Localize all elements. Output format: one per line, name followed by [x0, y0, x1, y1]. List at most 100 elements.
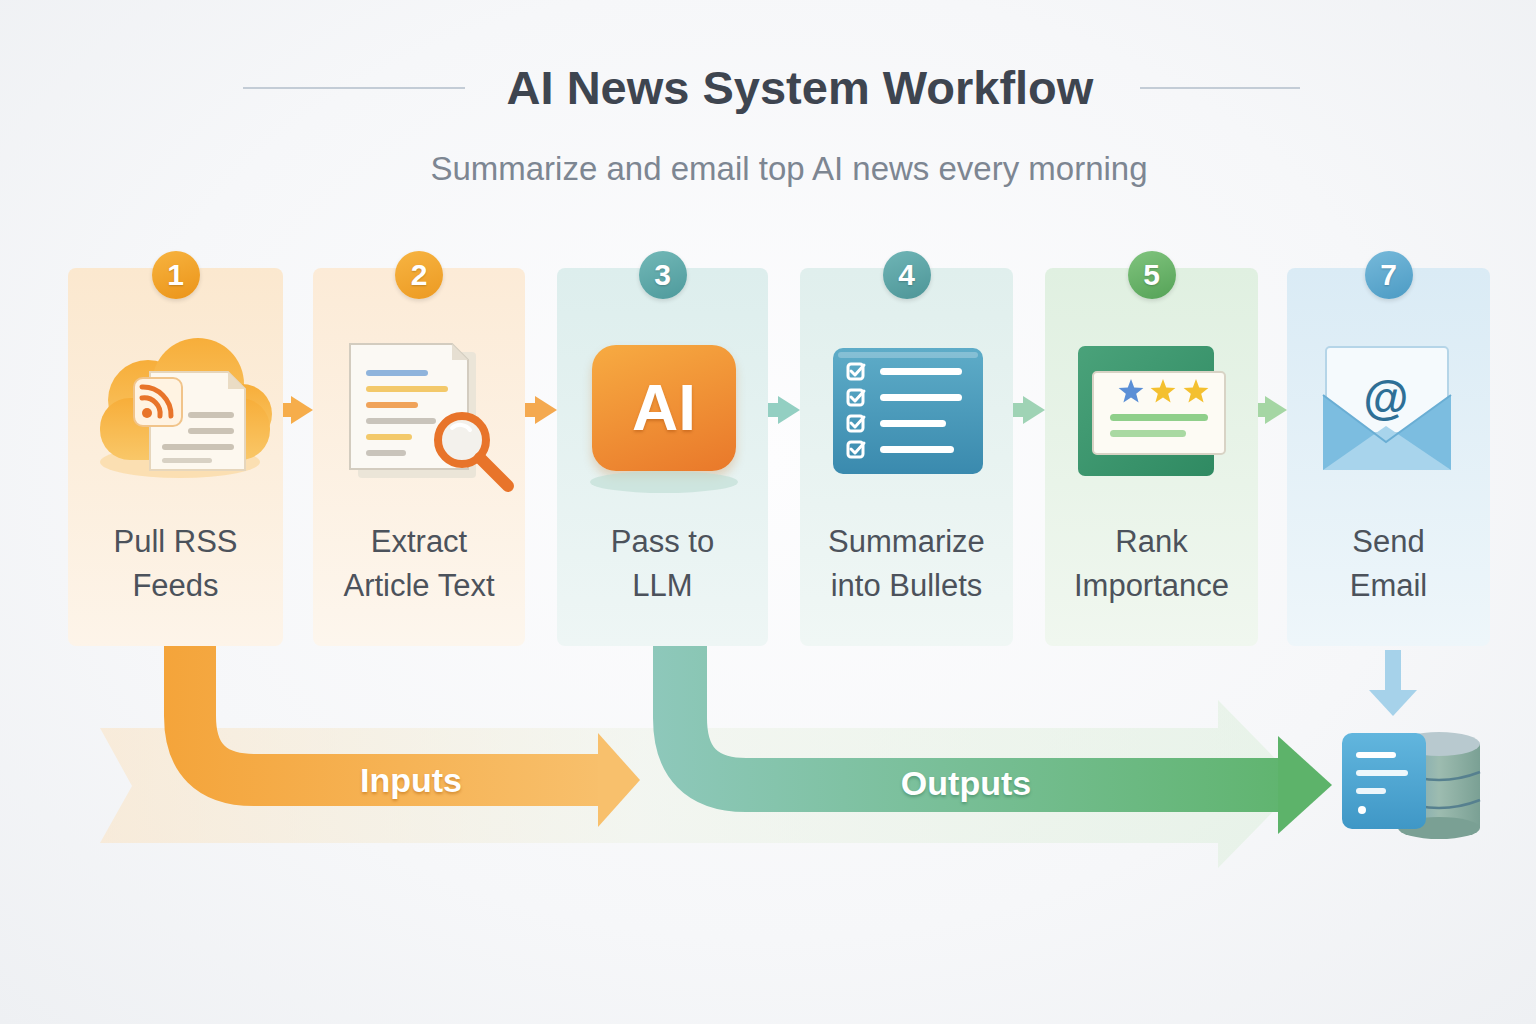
database-icon — [1398, 772, 1480, 780]
step-number-text: 2 — [411, 260, 428, 290]
checklist-icon — [848, 390, 863, 405]
rss-cloud-icon — [100, 338, 272, 478]
checklist-icon — [848, 416, 863, 431]
document-magnifier-icon — [480, 458, 508, 486]
database-icon — [1356, 788, 1386, 794]
ai-shadow — [590, 471, 738, 493]
rss-cloud-icon — [228, 372, 245, 389]
ai-box: AI — [592, 345, 736, 471]
document-magnifier-icon — [366, 450, 406, 456]
diagram-title: AI News System Workflow — [507, 60, 1094, 115]
flow-label: Inputs — [360, 761, 462, 800]
ai-shadow — [590, 471, 738, 493]
step-number: 1 — [152, 251, 200, 299]
checklist-icon — [880, 446, 954, 453]
document-magnifier-icon — [350, 344, 508, 486]
rating-card-icon — [1119, 379, 1144, 403]
step-number-text: 5 — [1143, 260, 1160, 290]
database-icon — [1356, 770, 1408, 776]
checklist-icon — [880, 420, 946, 427]
rating-card-icon — [1151, 379, 1176, 403]
step-number-text: 4 — [898, 260, 915, 290]
inputs-arrow — [598, 733, 640, 827]
storage-arrow — [1369, 690, 1417, 716]
document-magnifier-icon — [438, 416, 486, 464]
inputs-arrow — [190, 646, 640, 827]
rating-card-icon — [1078, 346, 1214, 476]
rss-cloud-icon — [142, 387, 171, 416]
process-step: 7Send Email — [1287, 268, 1490, 646]
rating-card-icon — [1184, 379, 1209, 403]
outputs-arrow — [680, 646, 1332, 834]
flow-band — [100, 700, 1300, 868]
database-icon — [1342, 733, 1426, 829]
rating-card-icon — [1078, 346, 1225, 476]
checklist-icon — [848, 364, 863, 379]
flow-arrow — [768, 403, 786, 417]
checklist-icon — [833, 348, 983, 474]
envelope-icon — [1323, 395, 1451, 470]
database-icon — [1398, 817, 1480, 839]
rating-card-icon — [1110, 430, 1186, 437]
step-number-text: 7 — [1380, 260, 1397, 290]
process-step: 2Extract Article Text — [313, 268, 525, 646]
diagram-subtitle: Summarize and email top AI news every mo… — [430, 150, 1147, 188]
rss-cloud-icon — [134, 378, 182, 426]
database-icon — [1358, 806, 1366, 814]
rss-cloud-icon — [150, 372, 245, 470]
step-number: 2 — [395, 251, 443, 299]
document-magnifier-icon — [366, 434, 412, 440]
storage-arrow — [1385, 650, 1401, 694]
database-icon — [1398, 732, 1480, 756]
checklist-icon — [851, 365, 864, 375]
checklist-icon — [851, 391, 864, 401]
database-icon — [1398, 744, 1480, 828]
step-label: Extract Article Text — [334, 520, 504, 608]
outputs-arrow — [1278, 736, 1332, 834]
database-icon — [1342, 732, 1480, 839]
rss-cloud-icon — [108, 360, 188, 440]
flow-arrow — [1258, 403, 1273, 417]
rss-cloud-icon — [188, 412, 234, 418]
envelope-icon — [1326, 347, 1448, 433]
title-rule — [243, 88, 1300, 89]
envelope-icon — [1323, 395, 1451, 442]
step-number-text: 3 — [654, 260, 671, 290]
document-magnifier-icon — [366, 386, 448, 392]
rss-cloud-icon — [100, 446, 260, 478]
flow-label: Outputs — [901, 764, 1031, 803]
database-icon — [1398, 800, 1480, 808]
document-magnifier-icon — [350, 344, 468, 469]
checklist-icon — [848, 364, 864, 457]
rss-cloud-icon — [162, 458, 212, 463]
checklist-icon — [880, 394, 962, 401]
process-step: 1Pull RSS Feeds — [68, 268, 283, 646]
storage-arrow — [1369, 650, 1417, 716]
document-magnifier-icon — [366, 370, 428, 376]
process-step: 5Rank Importance — [1045, 268, 1258, 646]
process-step: 4Summarize into Bullets — [800, 268, 1013, 646]
document-magnifier-icon — [366, 418, 436, 424]
rating-card-icon — [1110, 414, 1208, 421]
rss-cloud-icon — [142, 408, 152, 418]
title-rule — [1140, 87, 1300, 89]
checklist-icon — [851, 417, 864, 427]
envelope-icon — [1323, 426, 1451, 470]
checklist-icon — [851, 443, 864, 453]
ai-text: AI — [632, 376, 696, 440]
step-number: 3 — [639, 251, 687, 299]
document-magnifier-icon — [358, 352, 476, 478]
flow-arrow — [1013, 403, 1031, 417]
checklist-icon — [880, 368, 962, 375]
envelope-icon — [1323, 347, 1451, 470]
rss-cloud-icon — [152, 338, 244, 430]
step-label: Pull RSS Feeds — [91, 520, 261, 608]
step-label: Pass to LLM — [598, 520, 728, 608]
step-label: Rank Importance — [1067, 520, 1237, 608]
document-magnifier-icon — [366, 402, 418, 408]
checklist-icon — [838, 352, 978, 358]
rss-cloud-icon — [142, 398, 160, 416]
document-magnifier-icon — [452, 425, 470, 430]
